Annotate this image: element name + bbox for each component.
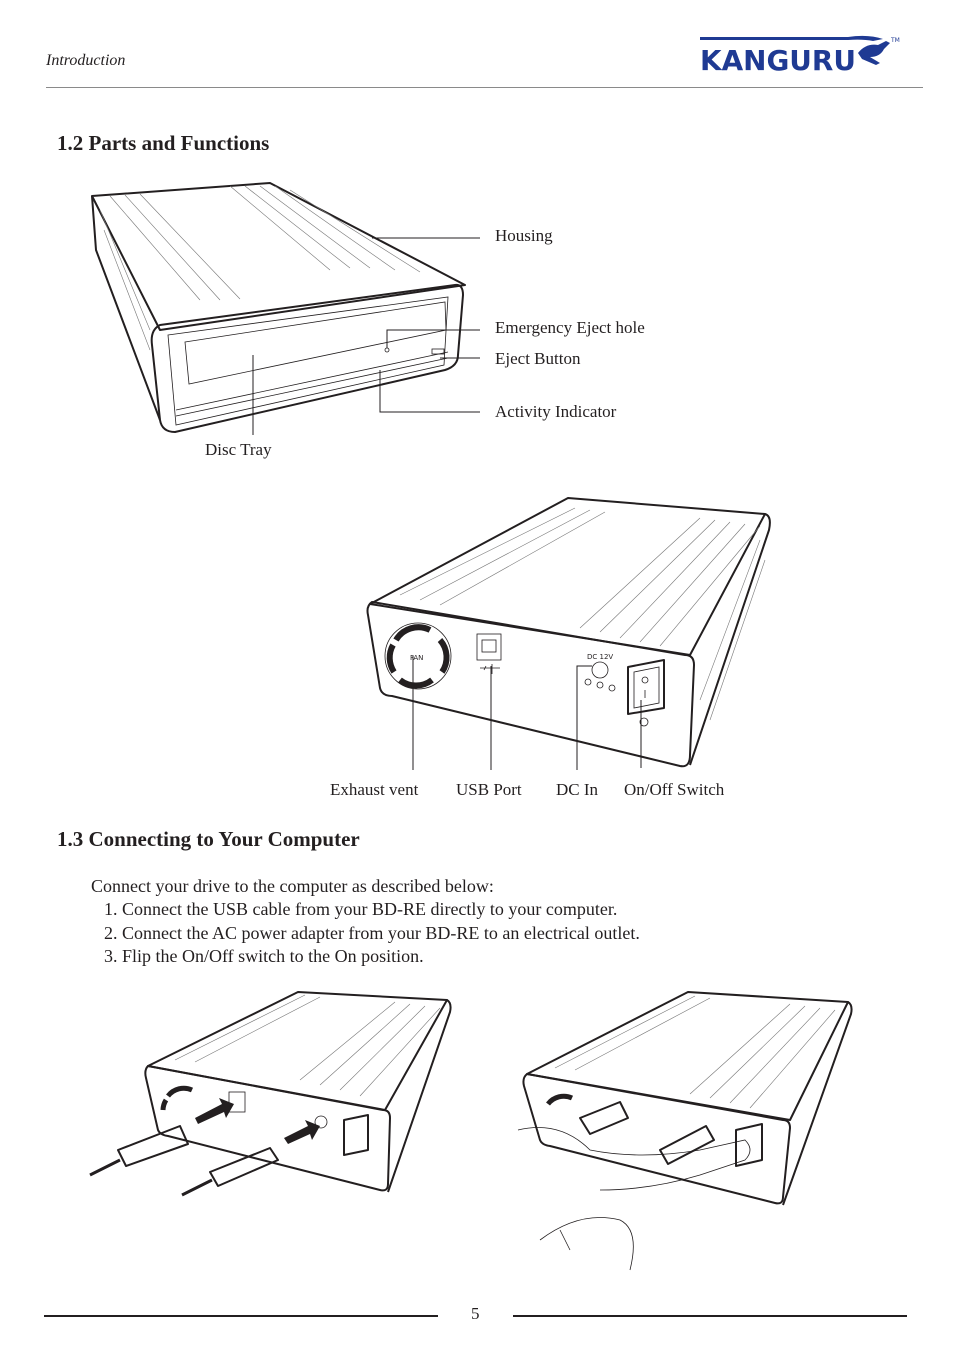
dc-in-icon: DC 12V: [584, 653, 616, 692]
svg-text:TM: TM: [890, 37, 900, 44]
label-usb-port: USB Port: [456, 780, 522, 799]
arrow-icon: [195, 1098, 234, 1124]
step-item: 1. Connect the USB cable from your BD-RE…: [104, 899, 618, 919]
hand-icon: [517, 1127, 751, 1191]
label-eject-button: Eject Button: [495, 349, 581, 368]
svg-text:KANGURU: KANGURU: [700, 44, 856, 73]
footer-rule-right: [513, 1315, 907, 1317]
dc-in-icon: [314, 1115, 328, 1129]
fan-icon: FAN: [384, 622, 452, 690]
flip-switch-illustration: [517, 991, 853, 1271]
connect-cables-illustration: [89, 991, 452, 1197]
footer-rule-left: [44, 1315, 438, 1317]
step-item: 2. Connect the AC power adapter from you…: [104, 923, 640, 943]
label-power-switch: On/Off Switch: [624, 780, 725, 799]
drive-rear-illustration: FAN DC 12V: [366, 497, 771, 770]
svg-text:DC 12V: DC 12V: [587, 653, 613, 661]
kanguru-logo: KANGURU TM: [700, 35, 900, 73]
section-heading-parts: 1.2 Parts and Functions: [57, 131, 270, 155]
arrow-icon: [284, 1120, 320, 1144]
label-disc-tray: Disc Tray: [205, 440, 272, 459]
svg-text:FAN: FAN: [410, 654, 423, 662]
fan-icon: [546, 1093, 574, 1106]
drive-front-illustration: [91, 182, 480, 435]
connect-intro: Connect your drive to the computer as de…: [91, 876, 494, 896]
label-dc-in: DC In: [556, 780, 599, 799]
header-rule: [46, 87, 923, 88]
step-item: 3. Flip the On/Off switch to the On posi…: [104, 946, 424, 966]
power-switch-icon: [343, 1114, 369, 1156]
label-activity-indicator: Activity Indicator: [495, 402, 617, 421]
usb-port-icon: [476, 633, 502, 674]
label-exhaust-vent: Exhaust vent: [330, 780, 419, 799]
fan-icon: [160, 1085, 194, 1111]
power-switch-icon: [735, 1123, 763, 1167]
power-switch-icon: [627, 659, 665, 727]
label-housing: Housing: [495, 226, 553, 245]
header-section-title: Introduction: [46, 52, 126, 69]
label-emergency-eject: Emergency Eject hole: [495, 318, 645, 337]
page-number: 5: [471, 1304, 480, 1323]
section-heading-connect: 1.3 Connecting to Your Computer: [57, 827, 360, 851]
